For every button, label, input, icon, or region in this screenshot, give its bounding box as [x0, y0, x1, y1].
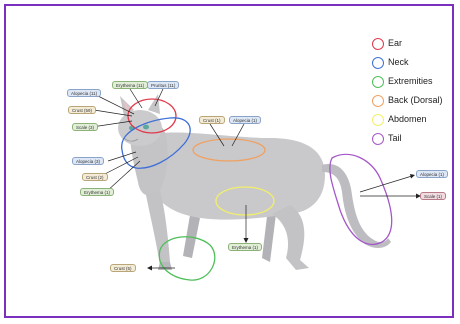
ear-tag-erythema: Erythema (11) — [112, 81, 148, 89]
tail-tag-alopecia: Alopecia (1) — [416, 170, 448, 178]
neck-tag-crust: Crust (2) — [82, 173, 108, 181]
neck-legend-ring — [372, 57, 384, 69]
ear-legend-ring — [372, 38, 384, 50]
legend-label-ear: Ear — [388, 38, 402, 49]
back-tag-crust: Crust (1) — [199, 116, 225, 124]
legend-label-back: Back (Dorsal) — [388, 95, 443, 106]
ear-tag-scale: Scale (3) — [72, 123, 98, 131]
ear-tag-crust: Crust (59) — [68, 106, 96, 114]
extremities-tag-crust: Crust (5) — [110, 264, 136, 272]
legend-label-tail: Tail — [388, 133, 402, 144]
back-legend-ring — [372, 95, 384, 107]
neck-tag-erythema: Erythema (1) — [80, 188, 114, 196]
tail-legend-ring — [372, 133, 384, 145]
ear-tag-alopecia: Alopecia (11) — [67, 89, 101, 97]
legend-label-abdomen: Abdomen — [388, 114, 427, 125]
abdomen-tag-erythema: Erythema (1) — [228, 243, 262, 251]
ear-tag-pruritus: Pruritus (11) — [147, 81, 179, 89]
legend-label-neck: Neck — [388, 57, 409, 68]
abdomen-legend-ring — [372, 114, 384, 126]
extremities-legend-ring — [372, 76, 384, 88]
back-tag-alopecia: Alopecia (1) — [229, 116, 261, 124]
legend-label-extremities: Extremities — [388, 76, 433, 87]
neck-tag-alopecia: Alopecia (3) — [72, 157, 104, 165]
tail-tag-scale: Scale (1) — [420, 192, 446, 200]
